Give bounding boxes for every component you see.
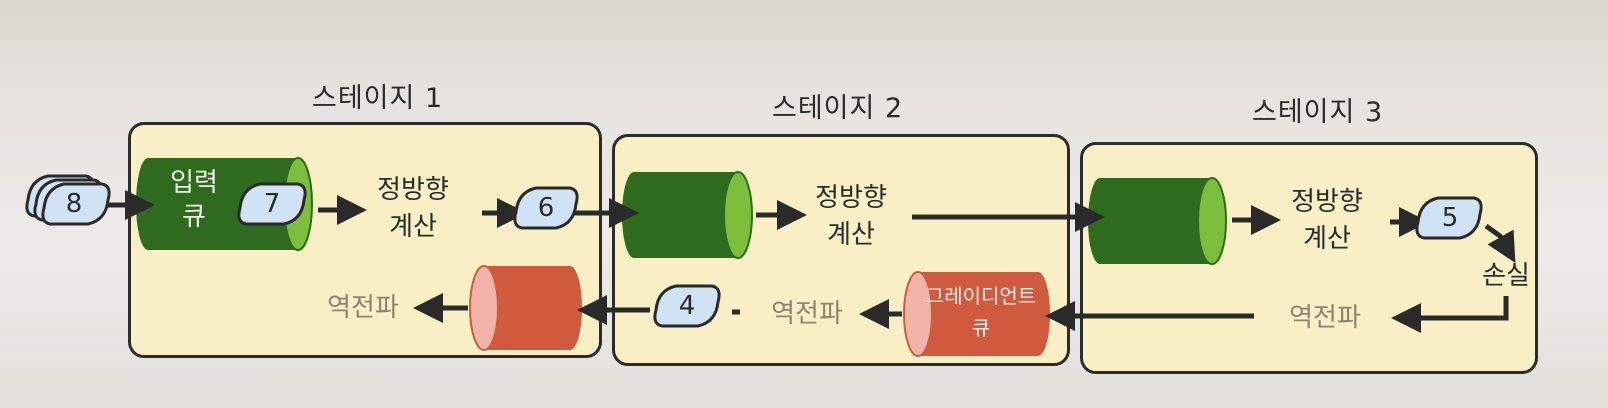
forward-label-stage-2: 정방향 계산 <box>815 183 887 250</box>
loss-label: 손실 <box>1482 261 1530 291</box>
stage-2-title: 스테이지 2 <box>772 93 904 124</box>
batch-7-label: 7 <box>263 189 281 219</box>
batch-4-shape <box>653 284 721 328</box>
gradient-queue-cylinder <box>903 271 1050 357</box>
batch-5-label: 5 <box>1441 203 1459 233</box>
batch-7-shape <box>237 182 307 226</box>
batch-8-label: 8 <box>65 189 83 219</box>
batch-6-shape <box>513 186 579 230</box>
batch-5-shape <box>1415 196 1483 240</box>
batch-6-label: 6 <box>537 193 555 223</box>
input-queue-label: 입력 큐 <box>170 168 218 232</box>
forward-label-stage-1: 정방향 계산 <box>377 175 449 242</box>
batch-4-label: 4 <box>678 291 696 321</box>
backward-label-stage-1: 역전파 <box>327 293 399 323</box>
stage-3-queue-cylinder <box>1088 177 1227 265</box>
backward-label-stage-3: 역전파 <box>1289 303 1361 333</box>
backward-label-stage-2: 역전파 <box>771 299 843 329</box>
arrow-batch-to-loss <box>1484 223 1516 264</box>
stage-2-queue-cylinder <box>622 171 753 259</box>
stage-1-gradient-cylinder <box>469 265 582 351</box>
incoming-batches-stack <box>25 174 111 226</box>
forward-label-stage-3: 정방향 계산 <box>1291 187 1363 254</box>
arrow-loss-to-backward-3 <box>1391 296 1509 333</box>
stage-1-title: 스테이지 1 <box>312 83 444 114</box>
gradient-queue-label: 그레이디언트 큐 <box>925 284 1037 340</box>
stage-3-title: 스테이지 3 <box>1252 97 1384 128</box>
